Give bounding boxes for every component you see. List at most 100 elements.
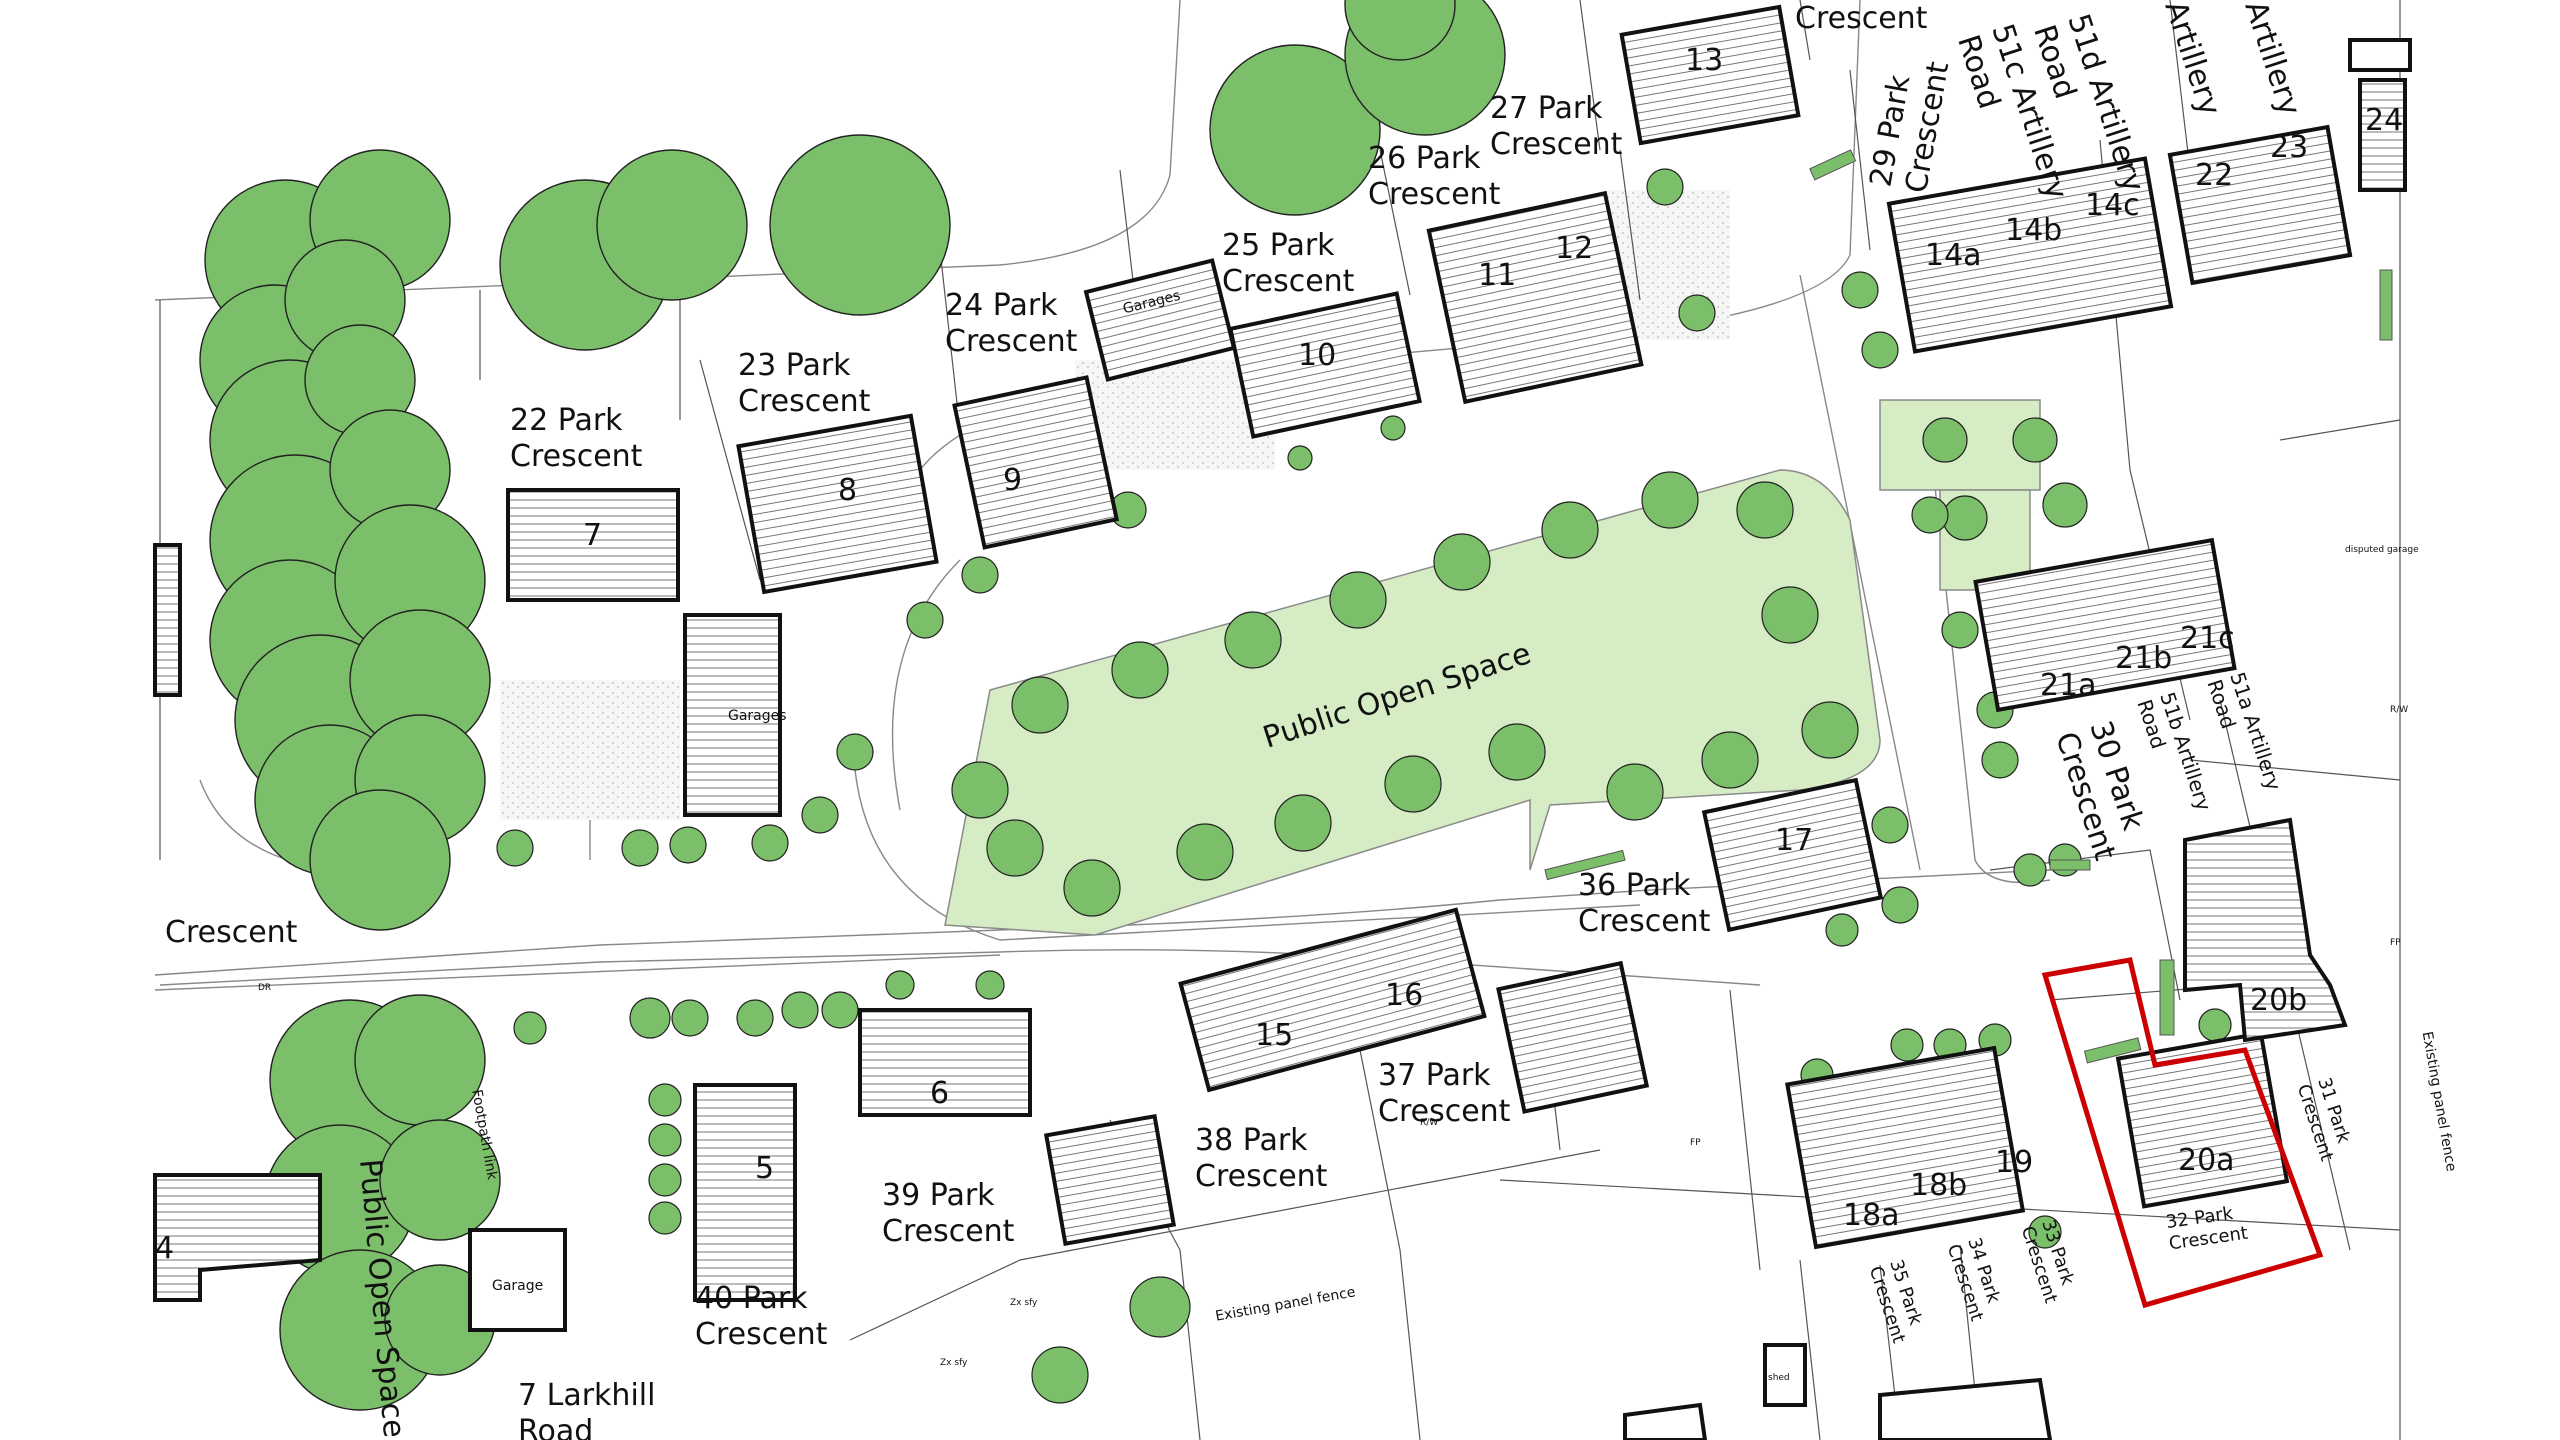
shrub-icon — [1911, 496, 1949, 534]
unit-14a: 14a — [1925, 238, 1982, 273]
tree-icon — [1176, 823, 1234, 881]
building-garages-top — [1083, 258, 1237, 382]
shrub-icon — [781, 991, 819, 1029]
hedges — [1544, 149, 2393, 1064]
unit-19: 19 — [1995, 1145, 2033, 1180]
artillery-top-label: Artillery — [2157, 0, 2227, 120]
building-15-16 — [1178, 907, 1487, 1093]
unit-11: 11 — [1478, 258, 1516, 293]
garages-label-1: Garages — [728, 708, 787, 724]
unit-23: 23 — [2270, 130, 2308, 165]
building-10 — [1228, 291, 1422, 439]
tree-icon — [1488, 723, 1546, 781]
site-boundary-red — [2041, 957, 2324, 1309]
plot-35-label: 35 ParkCrescent — [1865, 1257, 1930, 1346]
shrub-icon — [2042, 482, 2088, 528]
unit-21b: 21b — [2115, 641, 2172, 676]
tree-icon — [1224, 611, 1282, 669]
shrub-icon — [2028, 1215, 2062, 1249]
shrubs — [496, 168, 2232, 1404]
building-8 — [736, 413, 939, 595]
shrub-icon — [906, 601, 944, 639]
shrub-icon — [621, 829, 659, 867]
tree-icon — [1736, 481, 1794, 539]
shrub-icon — [1981, 741, 2019, 779]
tree-icon — [1384, 755, 1442, 813]
building-edge-left — [153, 543, 182, 697]
zx-label-2: Zx sfy — [940, 1358, 968, 1368]
shrub-icon — [836, 733, 874, 771]
tree-icon — [1063, 859, 1121, 917]
shrub-icon — [1890, 1028, 1924, 1062]
plot-34-label: 34 ParkCrescent — [1943, 1235, 2008, 1324]
shrub-icon — [648, 1083, 682, 1117]
tree-icon — [596, 149, 748, 301]
building-14 — [1886, 156, 2174, 354]
shrub-icon — [1825, 913, 1859, 947]
public-open-space-area — [944, 469, 1881, 936]
tree-icon — [1329, 571, 1387, 629]
tree-icon — [379, 1119, 501, 1241]
building-bottom-1 — [1623, 1402, 1708, 1440]
unit-21a: 21a — [2040, 668, 2097, 703]
tree-icon — [1274, 794, 1332, 852]
tree-icon — [1606, 763, 1664, 821]
shrub-icon — [736, 999, 774, 1037]
artillery-51b-label: 51b ArtilleryRoad — [2132, 689, 2216, 821]
unit-18a: 18a — [1843, 1198, 1900, 1233]
shrub-icon — [1941, 611, 1979, 649]
shrub-icon — [2013, 853, 2047, 887]
building-11-12 — [1426, 190, 1644, 405]
unit-18b: 18b — [1910, 1168, 1967, 1203]
unit-17: 17 — [1775, 823, 1813, 858]
building-unnamed-1 — [1496, 960, 1650, 1114]
building-shed — [1763, 1343, 1807, 1407]
shrub-icon — [648, 1163, 682, 1197]
building-9 — [952, 375, 1120, 550]
crescent-left-label: Crescent — [165, 915, 298, 950]
building-garages-mid — [683, 613, 782, 817]
artillery-top2-label: Artillery — [2237, 0, 2307, 120]
building-4 — [153, 1173, 322, 1302]
shrub-icon — [1881, 886, 1919, 924]
buildings — [153, 4, 2412, 1440]
unit-9: 9 — [1003, 463, 1022, 498]
shrub-icon — [1922, 417, 1968, 463]
dr-label: DR — [258, 983, 271, 993]
tree-icon — [1011, 676, 1069, 734]
tree-icon — [1433, 533, 1491, 591]
plot-31-label: 31 ParkCrescent — [2293, 1075, 2358, 1164]
building-6 — [858, 1008, 1032, 1117]
fp-label-1: FP — [1690, 1138, 1701, 1148]
shrub-icon — [885, 970, 915, 1000]
shrub-icon — [2198, 1008, 2232, 1042]
building-22-23 — [2167, 124, 2353, 286]
unit-15: 15 — [1255, 1018, 1293, 1053]
unit-14b: 14b — [2005, 213, 2062, 248]
building-13 — [1619, 4, 1801, 146]
building-garage — [468, 1228, 567, 1332]
unit-7: 7 — [583, 518, 602, 553]
shrub-icon — [1861, 331, 1899, 369]
tree-icon — [1541, 501, 1599, 559]
shrub-icon — [496, 829, 534, 867]
shrub-icon — [1871, 806, 1909, 844]
unit-6: 6 — [930, 1076, 949, 1111]
building-5 — [693, 1083, 797, 1302]
zx-label-1: Zx sfy — [1010, 1298, 1038, 1308]
building-17 — [1701, 777, 1884, 933]
shrub-icon — [1942, 495, 1988, 541]
unit-20b: 20b — [2250, 983, 2307, 1018]
building-unnamed-2 — [1043, 1113, 1177, 1247]
tree-icon — [1761, 586, 1819, 644]
shrub-icon — [1031, 1346, 1089, 1404]
shrub-icon — [1380, 415, 1406, 441]
plot-33-label: 33 ParkCrescent — [2017, 1217, 2082, 1306]
shed-label: shed — [1768, 1373, 1790, 1383]
